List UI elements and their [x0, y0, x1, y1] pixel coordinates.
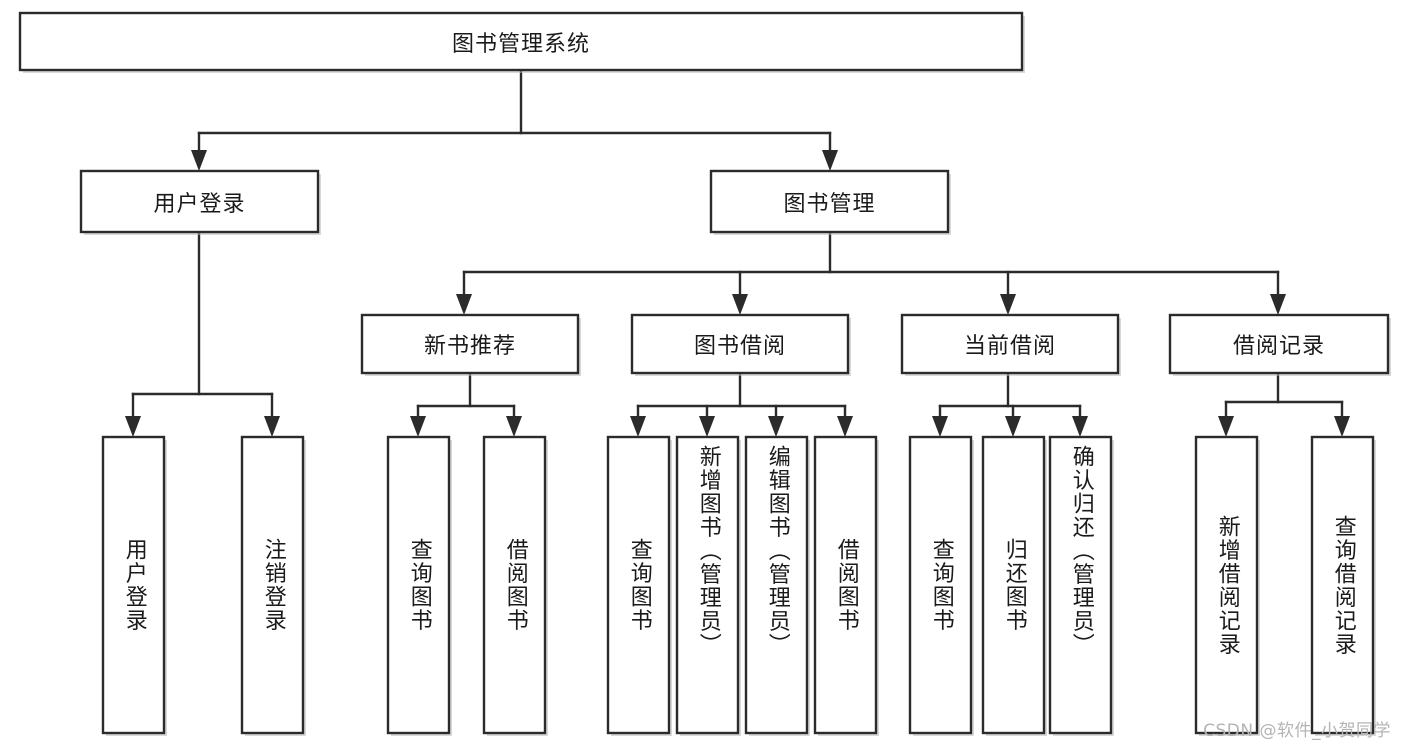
node-leaf-query-book-3[interactable] [908, 435, 974, 736]
arrowhead-new-book-rec [456, 294, 472, 315]
connector-group-borrow-record-to-leaves [1218, 371, 1350, 437]
arrowhead-leaf-confirm-return [1072, 416, 1088, 437]
connector-group-book-borrow-to-leaves [630, 371, 853, 437]
connector-group-new-book-rec-to-leaves [410, 371, 522, 437]
node-leaf-borrow-book-2[interactable] [813, 435, 879, 736]
node-leaf-edit-book[interactable] [744, 435, 810, 736]
node-leaf-logout[interactable] [240, 435, 306, 736]
arrowhead-leaf-edit-book [768, 416, 784, 437]
connector-group-root-to-level2 [191, 68, 838, 171]
arrowhead-leaf-logout [264, 416, 280, 437]
arrowhead-leaf-query-book-3 [932, 416, 948, 437]
arrowhead-leaf-user-login [125, 416, 141, 437]
arrowhead-leaf-return-book [1005, 416, 1021, 437]
node-leaf-query-book-2[interactable] [606, 435, 672, 736]
node-current-borrow[interactable] [900, 313, 1121, 376]
arrowhead-leaf-query-book-1 [410, 416, 426, 437]
node-borrow-record[interactable] [1168, 313, 1391, 376]
node-leaf-add-record[interactable] [1194, 435, 1260, 736]
node-leaf-return-book[interactable] [981, 435, 1047, 736]
arrowhead-book-manage [822, 150, 838, 171]
connector-group-current-borrow-to-leaves [932, 371, 1088, 437]
node-leaf-query-record[interactable] [1310, 435, 1376, 736]
node-user-login[interactable] [79, 169, 321, 235]
node-book-manage[interactable] [709, 169, 951, 235]
arrowhead-leaf-query-record [1334, 416, 1350, 437]
arrowhead-current-borrow [1000, 294, 1016, 315]
connector-group-user-login-to-leaves [125, 230, 280, 437]
node-root[interactable] [18, 11, 1025, 73]
node-leaf-user-login[interactable] [101, 435, 167, 736]
connector-group-book-manage-to-level3 [456, 230, 1286, 315]
arrowhead-leaf-borrow-book-2 [837, 416, 853, 437]
node-leaf-confirm-return[interactable] [1048, 435, 1114, 736]
arrowhead-user-login [191, 150, 207, 171]
node-leaf-add-book[interactable] [675, 435, 741, 736]
arrowhead-leaf-add-book [699, 416, 715, 437]
node-leaf-query-book-1[interactable] [386, 435, 452, 736]
arrowhead-borrow-record [1270, 294, 1286, 315]
arrowhead-book-borrow [732, 294, 748, 315]
node-leaf-borrow-book-1[interactable] [482, 435, 548, 736]
node-new-book-rec[interactable] [360, 313, 581, 376]
arrowhead-leaf-query-book-2 [630, 416, 646, 437]
arrowhead-leaf-add-record [1218, 416, 1234, 437]
arrowhead-leaf-borrow-book-1 [506, 416, 522, 437]
node-book-borrow[interactable] [630, 313, 851, 376]
